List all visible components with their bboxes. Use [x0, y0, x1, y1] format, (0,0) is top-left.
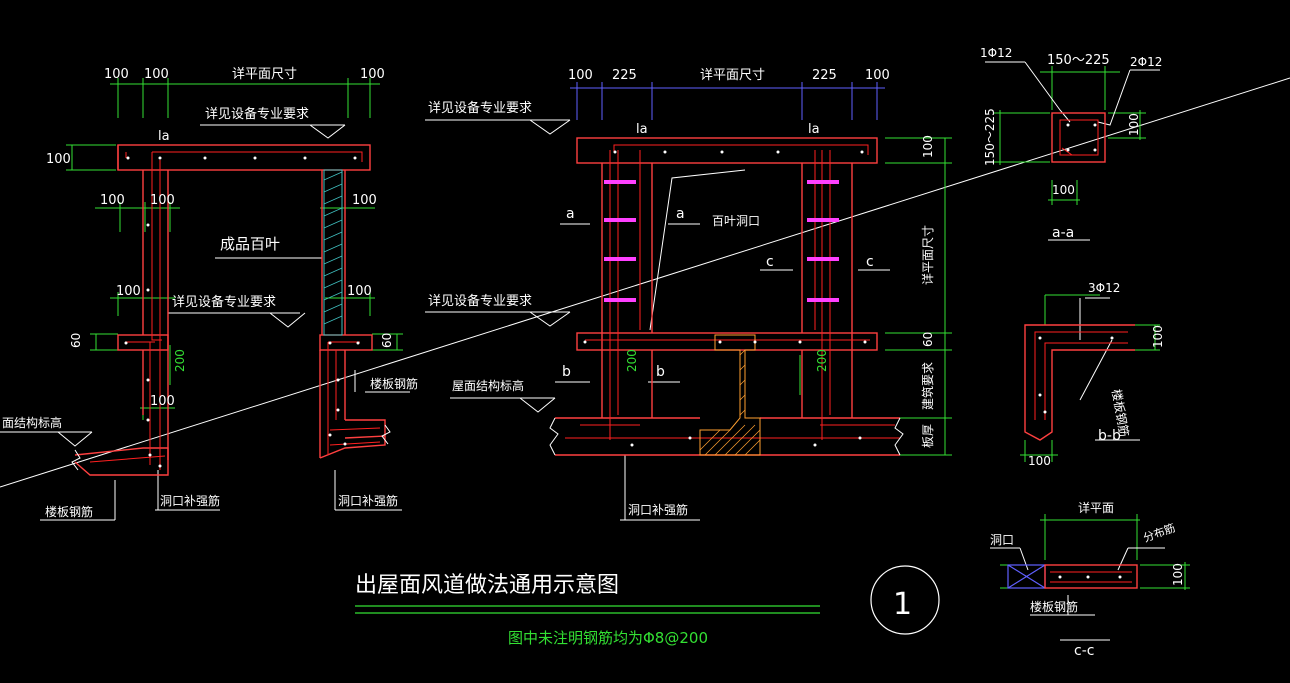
left-label-roof-elev: 面结构标高 — [2, 415, 62, 430]
left-dim-mid-2: 100 — [150, 193, 175, 208]
aa-label-range-top: 150～225 — [1047, 53, 1110, 68]
left-dim-lower-1: 100 — [116, 284, 141, 299]
aa-title: a-a — [1052, 225, 1074, 241]
mid-section-c-left: c — [766, 254, 774, 270]
cc-label-plan: 详平面 — [1078, 500, 1114, 515]
left-label-louver: 成品百叶 — [220, 235, 280, 253]
mid-dim-right-slab: 板厚 — [921, 424, 935, 448]
mid-label-equipment-mid: 详见设备专业要求 — [428, 293, 532, 309]
left-dim-lower-2: 100 — [347, 284, 372, 299]
aa-label-rebar-2: 2Φ12 — [1130, 55, 1162, 69]
mid-label-la-right: la — [808, 122, 820, 137]
mid-section-a-right: a — [676, 206, 685, 222]
aa-label-rebar-1: 1Φ12 — [980, 46, 1012, 60]
bb-dim-100-right: 100 — [1151, 325, 1165, 348]
bb-label-rebar: 3Φ12 — [1088, 281, 1120, 295]
left-dim-200: 200 — [173, 349, 187, 372]
mid-dim-top-2: 225 — [612, 68, 637, 83]
detail-cc: 详平面 洞口 分布筋 100 楼板钢筋 c-c — [990, 500, 1190, 659]
left-dim-100-bottom: 100 — [150, 394, 175, 409]
louver-hatch — [323, 169, 343, 336]
mid-dim-top-4: 225 — [812, 68, 837, 83]
mid-dim-top-5: 100 — [865, 68, 890, 83]
mid-dim-top-1: 100 — [568, 68, 593, 83]
left-dim-100-left: 100 — [46, 152, 71, 167]
middle-section: 100 225 详平面尺寸 225 100 详见设备专业要求 la la 100… — [425, 68, 952, 521]
left-dim-mid-1: 100 — [100, 193, 125, 208]
aa-dim-100-right: 100 — [1127, 113, 1141, 136]
left-dim-60-left: 60 — [69, 333, 83, 348]
left-label-slab-rebar-right: 楼板钢筋 — [370, 376, 418, 391]
mid-label-la-left: la — [636, 122, 648, 137]
mid-section-b-left: b — [562, 364, 571, 380]
left-label-opening-rebar-right: 洞口补强筋 — [338, 493, 398, 508]
left-dim-top-2: 100 — [144, 67, 169, 82]
mid-section-b-right: b — [656, 364, 665, 380]
detail-bb: 3Φ12 100 楼板钢筋 b-b 100 — [1020, 281, 1165, 468]
cc-label-opening: 洞口 — [990, 533, 1014, 547]
mid-section-c-right: c — [866, 254, 874, 270]
mid-dim-top-3: 详平面尺寸 — [700, 68, 765, 83]
mid-label-opening-rebar: 洞口补强筋 — [628, 502, 688, 517]
bb-dim-100-bottom: 100 — [1028, 454, 1051, 468]
mid-dim-200-left: 200 — [625, 349, 639, 372]
left-label-equipment-mid: 详见设备专业要求 — [172, 294, 276, 310]
left-label-slab-rebar-left: 楼板钢筋 — [45, 504, 93, 519]
left-section: 100 100 详平面尺寸 100 详见设备专业要求 la 100 100 10… — [0, 67, 418, 521]
cc-dim-100: 100 — [1171, 563, 1185, 586]
left-dim-top-1: 100 — [104, 67, 129, 82]
mid-section-a-left: a — [566, 206, 575, 222]
mid-dim-200-right: 200 — [815, 349, 829, 372]
mid-dim-right-opening: 详平面尺寸 — [920, 225, 935, 285]
left-rebar-dots — [124, 156, 360, 468]
mid-label-roof-elev: 屋面结构标高 — [452, 378, 524, 393]
drawing-number: 1 — [893, 587, 912, 622]
middle-rebar-dots — [583, 150, 867, 447]
drawing-number-circle — [870, 565, 940, 635]
left-dim-top-4: 100 — [360, 67, 385, 82]
title-block: 出屋面风道做法通用示意图 图中未注明钢筋均为Φ8@200 1 — [355, 565, 940, 647]
curb-hatch — [699, 334, 761, 456]
cc-label-slab-rebar: 楼板钢筋 — [1030, 599, 1078, 614]
cc-label-dist-rebar: 分布筋 — [1141, 520, 1177, 544]
cc-title: c-c — [1074, 643, 1094, 659]
mid-dim-right-100: 100 — [921, 135, 935, 158]
left-label-opening-rebar-left: 洞口补强筋 — [160, 493, 220, 508]
bb-title: b-b — [1098, 428, 1121, 444]
aa-label-range-side: 150～225 — [983, 108, 997, 166]
diagonal-line — [0, 77, 1290, 488]
mid-label-equipment-top: 详见设备专业要求 — [428, 100, 532, 116]
left-label-equipment-top: 详见设备专业要求 — [205, 106, 309, 122]
mid-label-louver-opening: 百叶洞口 — [712, 214, 760, 228]
detail-aa: 1Φ12 150～225 2Φ12 150～225 100 100 a-a — [980, 46, 1162, 241]
left-label-la: la — [158, 129, 170, 144]
left-dim-mid-3: 100 — [352, 193, 377, 208]
mid-dim-right-60: 60 — [921, 332, 935, 347]
drawing-title: 出屋面风道做法通用示意图 — [355, 573, 619, 598]
aa-dim-100-bottom: 100 — [1052, 183, 1075, 197]
left-dim-top-3: 详平面尺寸 — [232, 67, 297, 82]
rebar-hatch-marks — [604, 180, 839, 302]
drawing-note: 图中未注明钢筋均为Φ8@200 — [508, 629, 708, 647]
mid-dim-right-arch: 建筑要求 — [920, 362, 935, 410]
left-dim-60-right: 60 — [380, 333, 394, 348]
